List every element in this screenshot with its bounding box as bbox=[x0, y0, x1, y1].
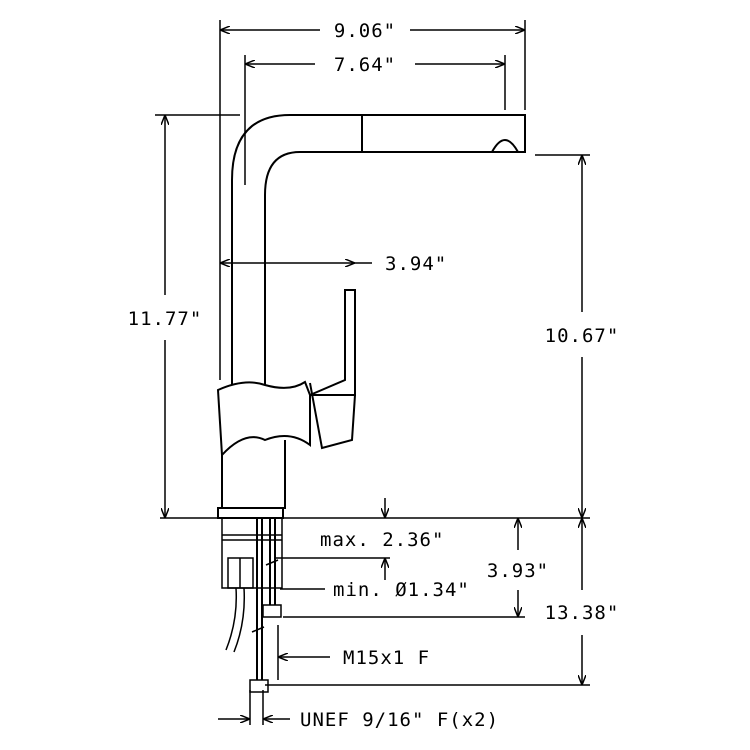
dim-max-deck: max. 2.36" bbox=[320, 529, 444, 551]
dim-overall-reach: 9.06" bbox=[334, 20, 396, 42]
dim-shank-length: 3.93" bbox=[487, 560, 549, 582]
dim-outlet-thread: M15x1 F bbox=[343, 647, 430, 669]
dimension-lines bbox=[155, 20, 590, 725]
dim-hose-length: 13.38" bbox=[545, 602, 620, 624]
dim-spout-reach: 7.64" bbox=[334, 54, 396, 76]
dim-min-hole: min. Ø1.34" bbox=[333, 579, 470, 601]
faucet-outline bbox=[216, 114, 526, 693]
dim-handle-offset: 3.94" bbox=[385, 253, 447, 275]
dim-inlet-thread: UNEF 9/16" F(x2) bbox=[300, 709, 499, 731]
dim-overall-height: 11.77" bbox=[128, 308, 203, 330]
dim-spout-height: 10.67" bbox=[545, 325, 620, 347]
